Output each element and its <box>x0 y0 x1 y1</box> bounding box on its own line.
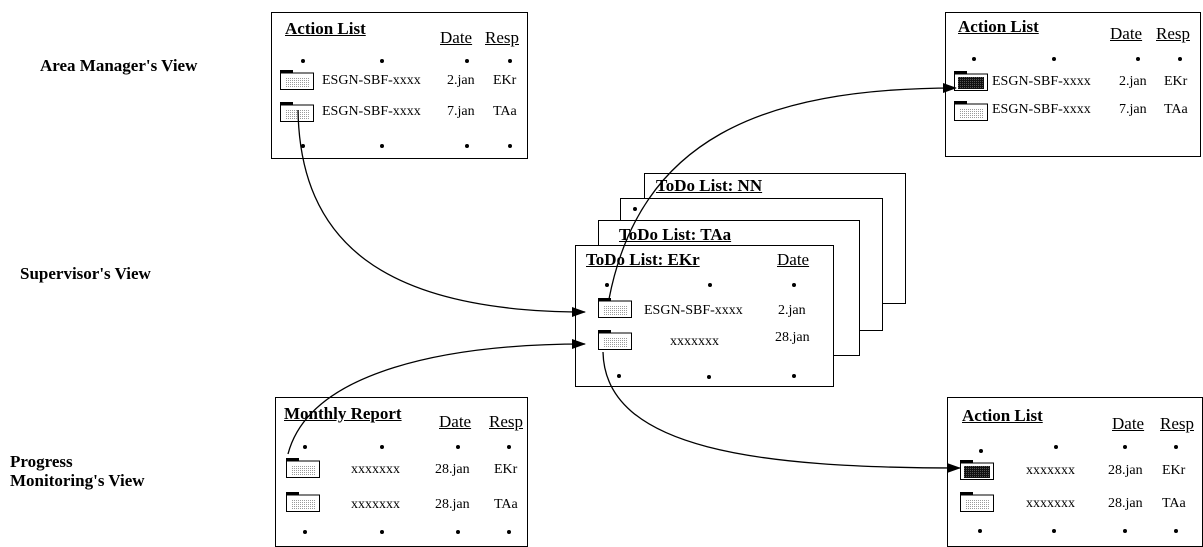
dot <box>707 375 711 379</box>
action-list-title: Action List <box>958 17 1039 36</box>
area-manager-view-label: Area Manager's View <box>40 56 198 75</box>
resp-column-header: Resp <box>1160 414 1194 433</box>
row-resp: EKr <box>1164 74 1188 89</box>
row-resp: EKr <box>494 462 518 477</box>
dot <box>978 529 982 533</box>
dot <box>456 445 460 449</box>
todo-list-title: ToDo List: EKr <box>586 250 700 269</box>
dot <box>972 57 976 61</box>
resp-column-header: Resp <box>485 28 519 47</box>
dot <box>1054 445 1058 449</box>
row-name: ESGN-SBF-xxxx <box>322 73 421 88</box>
progress-view-label-line2: Monitoring's View <box>10 471 145 490</box>
dot <box>465 144 469 148</box>
row-date: 28.jan <box>775 330 810 345</box>
todo-list-title: ToDo List: TAa <box>619 225 732 244</box>
dot <box>1174 445 1178 449</box>
row-name: ESGN-SBF-xxxx <box>992 102 1091 117</box>
dot <box>1178 57 1182 61</box>
dot <box>301 144 305 148</box>
arrow-todo-to-progress-action <box>602 351 961 473</box>
row-date: 7.jan <box>447 104 475 119</box>
row-name: ESGN-SBF-xxxx <box>322 104 421 119</box>
date-column-header: Date <box>777 250 810 269</box>
row-name: xxxxxxx <box>1026 496 1075 511</box>
row-name: ESGN-SBF-xxxx <box>992 74 1091 89</box>
row-date: 2.jan <box>447 73 475 88</box>
row-resp: EKr <box>1162 463 1186 478</box>
progress-view-label-line1: Progress <box>10 452 73 471</box>
dot <box>507 445 511 449</box>
dot <box>605 283 609 287</box>
row-name: xxxxxxx <box>1026 463 1075 478</box>
dot <box>1123 445 1127 449</box>
action-list-title: Action List <box>962 406 1043 425</box>
dot <box>1136 57 1140 61</box>
dot <box>380 59 384 63</box>
dot <box>465 59 469 63</box>
row-name: xxxxxxx <box>351 497 400 512</box>
dot <box>456 530 460 534</box>
date-column-header: Date <box>1110 24 1143 43</box>
dot <box>792 374 796 378</box>
arrow-todo-to-updated-action <box>608 83 957 300</box>
arrow-am-to-todo <box>297 109 586 317</box>
dot <box>1174 529 1178 533</box>
row-name: ESGN-SBF-xxxx <box>644 303 743 318</box>
dot <box>380 445 384 449</box>
row-date: 28.jan <box>435 497 470 512</box>
row-date: 2.jan <box>1119 74 1147 89</box>
row-resp: TAa <box>494 497 518 512</box>
todo-list-ekr: ToDo List: EKr Date ESGN-SBF-xxxx 2.jan … <box>575 245 834 387</box>
resp-column-header: Resp <box>1156 24 1190 43</box>
dot <box>303 445 307 449</box>
date-column-header: Date <box>1112 414 1145 433</box>
row-name: xxxxxxx <box>351 462 400 477</box>
updated-action-list: Action List Date Resp ESGN-SBF-xxxx 2.ja… <box>945 12 1201 157</box>
row-resp: TAa <box>493 104 517 119</box>
dot <box>508 144 512 148</box>
monthly-report: Monthly Report Date Resp xxxxxxx 28.jan … <box>275 397 528 547</box>
row-date: 2.jan <box>778 303 806 318</box>
date-column-header: Date <box>439 412 472 431</box>
row-resp: TAa <box>1162 496 1186 511</box>
arrow-monthly-to-todo <box>287 339 586 455</box>
dot <box>508 59 512 63</box>
dot <box>1052 57 1056 61</box>
area-manager-action-list: Action List Date Resp ESGN-SBF-xxxx 2.ja… <box>271 12 528 159</box>
row-date: 28.jan <box>435 462 470 477</box>
dot <box>633 207 637 211</box>
action-list-title: Action List <box>285 19 366 38</box>
monthly-report-title: Monthly Report <box>284 404 402 423</box>
row-name: xxxxxxx <box>670 334 719 349</box>
dot <box>979 449 983 453</box>
row-resp: TAa <box>1164 102 1188 117</box>
row-date: 7.jan <box>1119 102 1147 117</box>
row-resp: EKr <box>493 73 517 88</box>
dot <box>708 283 712 287</box>
dot <box>1052 529 1056 533</box>
supervisor-view-label: Supervisor's View <box>20 264 151 283</box>
dot <box>792 283 796 287</box>
dot <box>617 374 621 378</box>
row-date: 28.jan <box>1108 496 1143 511</box>
todo-list-title: ToDo List: NN <box>656 176 763 195</box>
dot <box>1123 529 1127 533</box>
dot <box>507 530 511 534</box>
resp-column-header: Resp <box>489 412 523 431</box>
dot <box>380 144 384 148</box>
progress-action-list: Action List Date Resp xxxxxxx 28.jan EKr… <box>947 397 1203 547</box>
date-column-header: Date <box>440 28 473 47</box>
dot <box>380 530 384 534</box>
dot <box>301 59 305 63</box>
dot <box>303 530 307 534</box>
row-date: 28.jan <box>1108 463 1143 478</box>
